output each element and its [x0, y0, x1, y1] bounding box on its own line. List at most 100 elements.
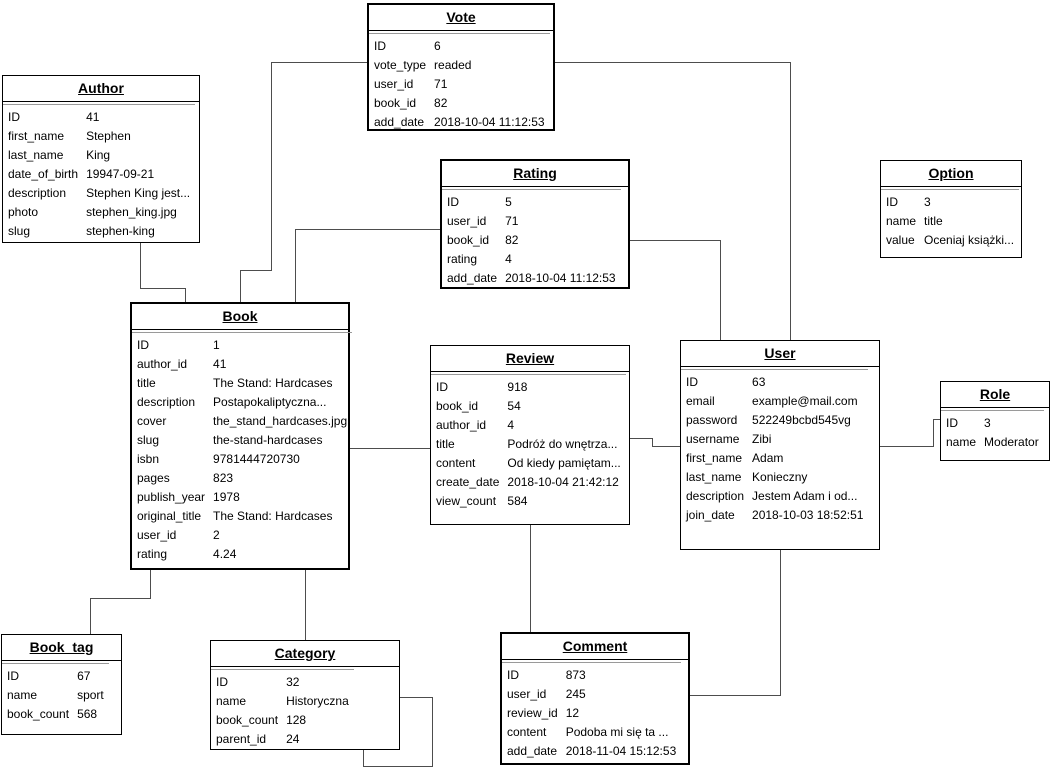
- entity-title-text: Book_tag: [29, 639, 94, 655]
- line-segment: [363, 766, 433, 767]
- field-value: The Stand: Hardcases: [213, 376, 333, 390]
- field-value: 2018-11-04 15:12:53: [565, 744, 677, 758]
- field-value: 71: [434, 77, 448, 91]
- field-row: content Od kiedy pamiętam...: [436, 454, 621, 473]
- field-value: readed: [434, 58, 472, 72]
- line-segment: [630, 240, 720, 241]
- field-name: user_id: [374, 77, 414, 91]
- field-name: ID: [374, 39, 386, 53]
- entity-review[interactable]: Review ID 918 book_id 54 author_id 4 tit…: [430, 345, 630, 525]
- field-value: 54: [507, 399, 521, 413]
- line-segment: [652, 438, 653, 447]
- field-name: ID: [7, 669, 19, 683]
- field-row: join_date 2018-10-03 18:52:51: [686, 506, 863, 525]
- entity-category[interactable]: Category ID 32 name Historyczna book_cou…: [210, 640, 400, 750]
- field-value: Zibi: [752, 432, 772, 446]
- line-segment: [690, 695, 781, 696]
- field-value: 2018-10-04 11:12:53: [434, 115, 545, 129]
- field-row: ID 67: [7, 667, 104, 686]
- field-row: vote_type readed: [374, 56, 545, 75]
- field-value: 2018-10-04 21:42:12: [507, 475, 619, 489]
- field-row: email example@mail.com: [686, 392, 863, 411]
- field-row: photo stephen_king.jpg: [8, 203, 190, 222]
- line-segment: [530, 525, 531, 632]
- field-name: password: [686, 413, 738, 427]
- field-row: ID 32: [216, 673, 349, 692]
- field-value: sport: [77, 688, 104, 702]
- field-row: review_id 12: [507, 704, 676, 723]
- field-row: book_id 54: [436, 397, 621, 416]
- field-name: value: [886, 233, 915, 247]
- field-row: ID 63: [686, 373, 863, 392]
- field-name: content: [436, 456, 476, 470]
- field-value: The Stand: Hardcases: [213, 509, 333, 523]
- entity-comment[interactable]: Comment ID 873 user_id 245 review_id 12 …: [500, 632, 690, 765]
- field-name: publish_year: [137, 490, 206, 504]
- entity-title-comment: Comment: [502, 634, 688, 660]
- field-value: Podoba mi się ta ...: [565, 725, 669, 739]
- entity-author[interactable]: Author ID 41 first_name Stephen last_nam…: [2, 75, 200, 243]
- field-name: ID: [886, 195, 898, 209]
- field-name: author_id: [137, 357, 188, 371]
- entity-role[interactable]: Role ID 3 name Moderator: [940, 381, 1050, 461]
- line-segment: [295, 229, 296, 303]
- field-name: pages: [137, 471, 170, 485]
- field-name: add_date: [374, 115, 425, 129]
- field-row: last_name Konieczny: [686, 468, 863, 487]
- line-segment: [271, 62, 367, 63]
- field-name: add_date: [447, 271, 498, 285]
- field-name: rating: [447, 252, 478, 266]
- field-row: book_count 568: [7, 705, 104, 724]
- entity-book[interactable]: Book ID 1 author_id 41 title The Stand: …: [130, 302, 353, 570]
- entity-rating[interactable]: Rating ID 5 user_id 71 book_id 82 rating…: [440, 159, 630, 289]
- field-row: password 522249bcbd545vg: [686, 411, 863, 430]
- field-name: rating: [137, 547, 168, 561]
- line-segment: [933, 419, 934, 447]
- field-value: stephen-king: [86, 224, 155, 238]
- field-row: ID 873: [507, 666, 676, 685]
- field-row: name Moderator: [946, 433, 1039, 452]
- field-value: the-stand-hardcases: [213, 433, 323, 447]
- field-value: 568: [77, 707, 98, 721]
- field-row: isbn 9781444720730: [137, 450, 347, 469]
- field-value: 1: [213, 338, 220, 352]
- field-value: 1978: [213, 490, 240, 504]
- field-row: user_id 245: [507, 685, 676, 704]
- entity-title-option: Option: [881, 161, 1021, 187]
- field-row: ID 918: [436, 378, 621, 397]
- field-row: view_count 584: [436, 492, 621, 511]
- field-value: 3: [924, 195, 931, 209]
- field-row: slug the-stand-hardcases: [137, 431, 347, 450]
- entity-vote[interactable]: Vote ID 6 vote_type readed user_id 71 bo…: [367, 3, 555, 131]
- entity-title-rating: Rating: [442, 161, 628, 187]
- entity-title-role: Role: [941, 382, 1049, 408]
- entity-fields: ID 67 name sport book_count 568: [2, 663, 109, 724]
- line-segment: [90, 598, 91, 634]
- field-name: original_title: [137, 509, 202, 523]
- field-value: the_stand_hardcases.jpg: [213, 414, 348, 428]
- field-name: book_count: [7, 707, 70, 721]
- field-row: book_id 82: [447, 231, 616, 250]
- entity-book-tag[interactable]: Book_tag ID 67 name sport book_count 568: [1, 634, 122, 735]
- field-row: username Zibi: [686, 430, 863, 449]
- entity-title-text: Rating: [513, 165, 557, 181]
- field-name: description: [8, 186, 67, 200]
- field-value: 4.24: [213, 547, 237, 561]
- entity-user[interactable]: User ID 63 email example@mail.com passwo…: [680, 340, 880, 550]
- field-row: rating 4: [447, 250, 616, 269]
- entity-option[interactable]: Option ID 3 name title value Oceniaj ksi…: [880, 160, 1022, 258]
- line-segment: [400, 697, 433, 698]
- line-segment: [150, 570, 151, 599]
- field-value: Od kiedy pamiętam...: [507, 456, 621, 470]
- entity-fields: ID 5 user_id 71 book_id 82 rating 4 add_…: [442, 189, 621, 288]
- field-value: Jestem Adam i od...: [752, 489, 858, 503]
- field-value: 19947-09-21: [86, 167, 155, 181]
- field-name: description: [137, 395, 196, 409]
- field-name: book_id: [447, 233, 490, 247]
- field-name: review_id: [507, 706, 558, 720]
- line-segment: [240, 270, 272, 271]
- field-name: view_count: [436, 494, 497, 508]
- field-name: author_id: [436, 418, 487, 432]
- entity-title-book: Book: [132, 304, 348, 330]
